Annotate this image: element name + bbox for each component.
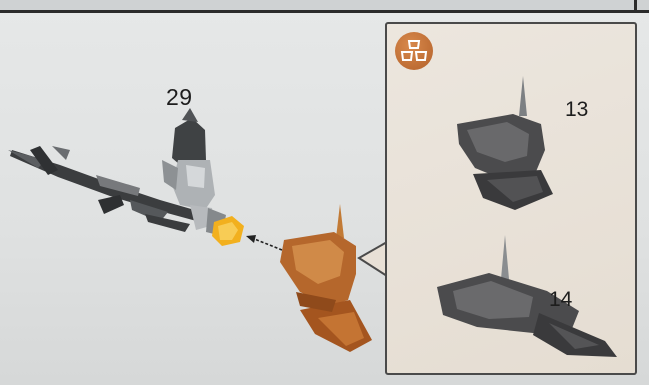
callout-pointer (355, 240, 389, 280)
parts-subassembly-icon (395, 32, 433, 70)
part-2-quantity: 14 (549, 288, 572, 312)
part-1-quantity: 13 (565, 98, 588, 122)
blade-part-1 (445, 64, 595, 214)
assembly-arrow (246, 235, 282, 250)
knight-figure (162, 108, 226, 236)
blade-part-2 (429, 229, 629, 364)
parts-callout: 13 14 (385, 22, 637, 375)
